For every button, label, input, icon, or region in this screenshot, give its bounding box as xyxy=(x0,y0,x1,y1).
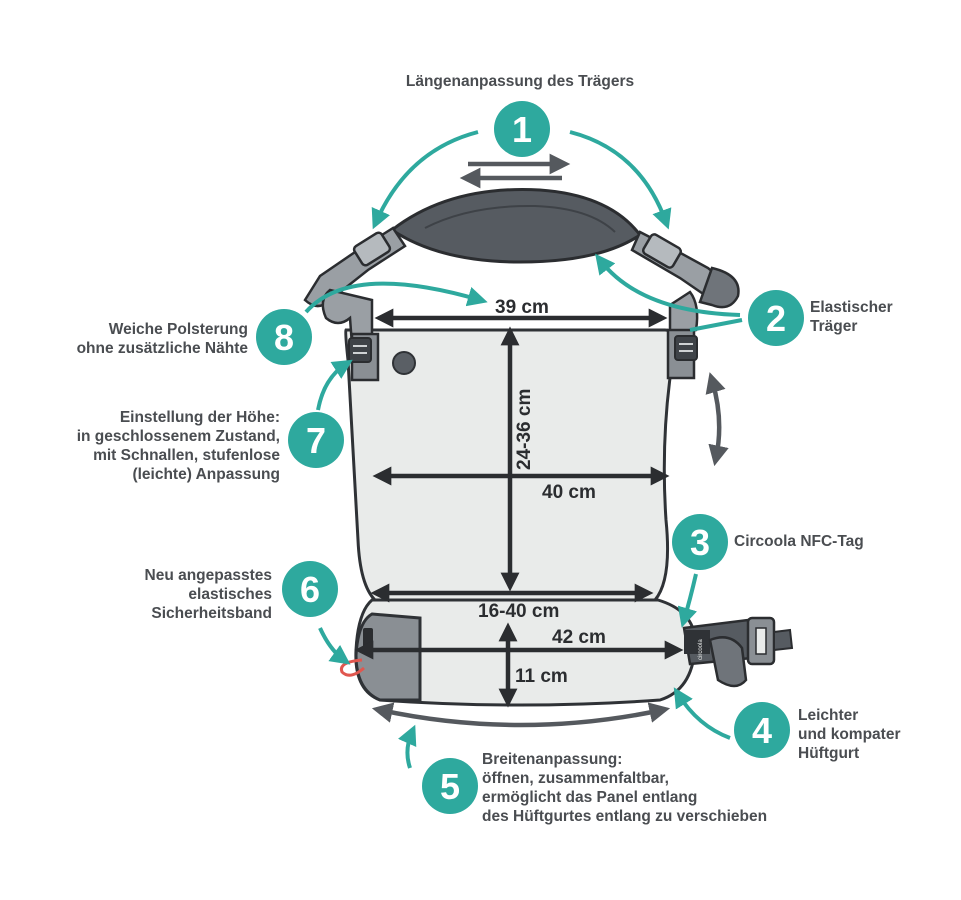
nfc-tag xyxy=(684,630,710,654)
callout-1-left-arrow xyxy=(371,130,479,230)
callout-badges: 1 2 3 4 5 6 7 8 xyxy=(256,101,804,814)
callout-1-badge: 1 xyxy=(494,101,550,157)
belt-width-label: 42 cm xyxy=(552,627,606,648)
shoulder-pad xyxy=(389,188,643,264)
callout-8-badge: 8 xyxy=(256,309,312,365)
right-strap-buckle xyxy=(641,233,683,269)
width-adjust-arrow xyxy=(371,702,671,728)
svg-text:2: 2 xyxy=(766,298,786,339)
callout-4-label: Leichter und kompater Hüftgurt xyxy=(798,707,901,762)
callout-8-arrow xyxy=(304,281,488,314)
callout-1-right-arrow xyxy=(569,130,672,230)
callout-1-label: Längenanpassung des Trägers xyxy=(405,73,635,90)
left-height-buckle xyxy=(348,337,372,363)
callout-2-label: Elastischer Träger xyxy=(810,299,893,335)
measurement-arrows xyxy=(354,308,684,708)
svg-text:6: 6 xyxy=(300,569,320,610)
top-width-label: 39 cm xyxy=(495,297,549,318)
callout-2-line xyxy=(689,318,743,332)
callout-5-arrow xyxy=(397,724,417,769)
callout-7-badge: 7 xyxy=(288,412,344,468)
callout-4-arrow xyxy=(673,687,731,740)
svg-text:1: 1 xyxy=(512,109,532,150)
callout-5-label: Breitenanpassung: öffnen, zusammenfaltba… xyxy=(482,751,768,825)
callout-6-badge: 6 xyxy=(282,561,338,617)
svg-text:8: 8 xyxy=(274,317,294,358)
callout-3-label: Circoola NFC-Tag xyxy=(734,533,864,550)
svg-text:3: 3 xyxy=(690,522,710,563)
svg-text:5: 5 xyxy=(440,766,460,807)
height-label: 24-36 cm xyxy=(514,389,535,470)
callout-2-arrow xyxy=(595,253,741,317)
callout-7-arrow xyxy=(316,359,353,411)
height-adjust-arrow xyxy=(705,372,729,467)
callout-8-label: Weiche Polsterung ohne zusätzliche Nähte xyxy=(76,321,248,357)
belt-buckle-strap xyxy=(682,616,794,688)
callout-arrows xyxy=(304,130,743,769)
callout-7-label: Einstellung der Höhe: in geschlossenem Z… xyxy=(76,409,280,483)
svg-text:4: 4 xyxy=(752,710,772,751)
callout-2-badge: 2 xyxy=(748,290,804,346)
callout-6-arrow xyxy=(318,627,351,665)
snap-button xyxy=(392,351,416,375)
callout-3-badge: 3 xyxy=(672,514,728,570)
left-strap-buckle xyxy=(352,231,392,267)
belt-height-label: 11 cm xyxy=(515,666,568,687)
callout-3-arrow xyxy=(677,573,698,628)
callout-5-badge: 5 xyxy=(422,758,478,814)
adjust-arrows xyxy=(371,153,729,728)
waist-range-label: 16-40 cm xyxy=(478,601,559,622)
right-strap xyxy=(630,230,740,380)
panel-width-label: 40 cm xyxy=(542,482,596,503)
right-height-buckle xyxy=(674,335,698,361)
callout-6-label: Neu angepasstes elastisches Sicherheitsb… xyxy=(144,567,273,622)
svg-text:7: 7 xyxy=(306,420,326,461)
callout-4-badge: 4 xyxy=(734,702,790,758)
brand-tag: circoola xyxy=(698,639,704,660)
